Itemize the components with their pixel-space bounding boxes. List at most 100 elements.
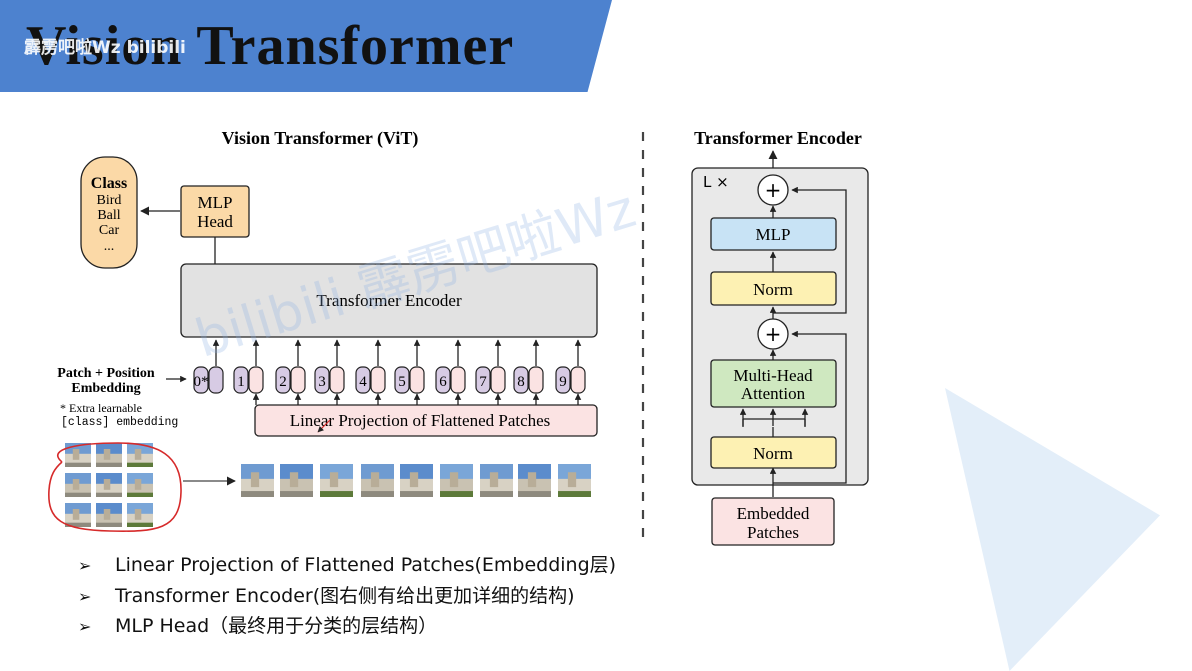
bullet-arrow-icon: ➢	[78, 586, 92, 606]
class-box-title: Class	[91, 175, 127, 192]
token-row: 0* 1 2 3 4 5 6 7 8 9	[193, 339, 586, 405]
image-patch	[480, 464, 513, 497]
norm-label: Norm	[753, 444, 793, 463]
image-patch	[65, 473, 91, 497]
image-patch	[361, 464, 394, 497]
patch-embedding-token	[370, 366, 386, 394]
token-index: 7	[479, 374, 487, 390]
bullet-text: Linear Projection of Flattened Patches(E…	[115, 554, 617, 576]
patch-embedding-token	[290, 366, 306, 394]
embedded-patches-box: Embedded Patches	[711, 497, 835, 546]
image-patch-grid	[65, 443, 153, 527]
image-patch	[558, 464, 591, 497]
title-banner	[0, 0, 612, 92]
attention-label: Attention	[741, 384, 806, 403]
transformer-encoder-block: Transformer Encoder	[180, 263, 598, 338]
position-token: 3	[314, 366, 330, 394]
norm-label: Norm	[753, 280, 793, 299]
linear-projection-box: Linear Projection of Flattened Patches	[254, 404, 598, 437]
position-token: 9	[555, 366, 571, 394]
image-patch	[96, 443, 122, 467]
token-index: 3	[318, 374, 326, 390]
slide-title: Vision Transformer	[26, 15, 515, 77]
watermark-top: 霹雳吧啦Wz bilibili	[24, 33, 186, 58]
patch-embedding-token	[329, 366, 345, 394]
watermark-author: 霹雳吧啦Wz	[24, 38, 121, 58]
image-patch	[440, 464, 473, 497]
position-token: 5	[394, 366, 410, 394]
token-index: 8	[517, 374, 525, 390]
image-patch	[518, 464, 551, 497]
patch-sequence	[241, 464, 591, 497]
mlp-label: MLP	[756, 225, 791, 244]
extra-note: * Extra learnable	[60, 401, 142, 415]
token-index: 5	[398, 374, 406, 390]
embedding-label: Embedding	[71, 381, 140, 396]
position-token: 6	[435, 366, 451, 394]
bullet-text: MLP Head（最终用于分类的层结构）	[115, 615, 438, 637]
linear-projection-label: Linear Projection of Flattened Patches	[290, 411, 551, 430]
bullet-arrow-icon: ➢	[78, 617, 92, 636]
patch-embedding-token	[528, 366, 544, 394]
encoder-block-label: Transformer Encoder	[316, 291, 462, 310]
patch-embedding-token	[409, 366, 425, 394]
patch-embedding-token	[208, 366, 224, 394]
patch-embedding-token	[570, 366, 586, 394]
token-index: 9	[559, 374, 567, 390]
attention-label: Multi-Head	[733, 366, 813, 385]
image-patch	[127, 503, 153, 527]
bullet-list: ➢ Linear Projection of Flattened Patches(…	[78, 550, 616, 642]
bullet-item: ➢ MLP Head（最终用于分类的层结构）	[78, 611, 616, 642]
position-token: 7	[475, 366, 491, 394]
mlp-block: MLP	[710, 217, 837, 251]
position-token: 0*	[193, 366, 209, 394]
extra-note-code: [class] embedding	[61, 416, 178, 429]
class-item: Bird	[97, 193, 122, 208]
image-patch	[127, 443, 153, 467]
position-token: 8	[513, 366, 529, 394]
bullet-arrow-icon: ➢	[78, 556, 92, 575]
mlp-head-box: MLP Head	[180, 185, 250, 238]
plus-icon: +	[765, 178, 782, 202]
image-patch	[96, 473, 122, 497]
embedded-patches-label: Embedded	[737, 504, 810, 523]
image-patch	[400, 464, 433, 497]
watermark-logo: bilibili	[126, 38, 186, 58]
position-token: 1	[233, 366, 249, 394]
class-item: Ball	[97, 208, 120, 223]
bullet-item: ➢ Linear Projection of Flattened Patches(…	[78, 550, 616, 581]
token-index: 2	[279, 374, 287, 390]
image-patch	[280, 464, 313, 497]
multi-head-attention-block: Multi-Head Attention	[710, 359, 837, 408]
norm-block-lower: Norm	[710, 436, 837, 469]
position-token: 2	[275, 366, 291, 394]
add-node-upper: +	[757, 174, 789, 206]
red-annotation-circle	[48, 442, 182, 532]
residual-connection-2	[773, 186, 847, 314]
patch-embedding-token	[490, 366, 506, 394]
annotation-mark	[317, 419, 331, 433]
image-patch	[65, 443, 91, 467]
vit-title: Vision Transformer (ViT)	[222, 128, 419, 149]
image-patch	[241, 464, 274, 497]
mlp-head-label: Head	[197, 212, 233, 231]
plus-icon: +	[765, 322, 782, 346]
class-output-box: Class Bird Ball Car ...	[80, 156, 138, 269]
token-index: 6	[439, 374, 447, 390]
norm-block-upper: Norm	[710, 271, 837, 306]
residual-connection-1	[773, 330, 847, 484]
add-node-lower: +	[757, 318, 789, 350]
image-patch	[96, 503, 122, 527]
image-patch	[320, 464, 353, 497]
image-patch	[65, 503, 91, 527]
patch-embedding-token	[248, 366, 264, 394]
embedded-patches-label: Patches	[747, 523, 799, 542]
mlp-head-label: MLP	[198, 193, 233, 212]
class-item: Car	[99, 223, 120, 238]
bullet-text: Transformer Encoder(图右侧有给出更加详细的结构)	[115, 584, 575, 607]
position-token: 4	[355, 366, 371, 394]
class-item: ...	[104, 239, 115, 254]
embedding-label: Patch + Position	[57, 366, 155, 381]
repeat-label: L ×	[703, 173, 729, 191]
